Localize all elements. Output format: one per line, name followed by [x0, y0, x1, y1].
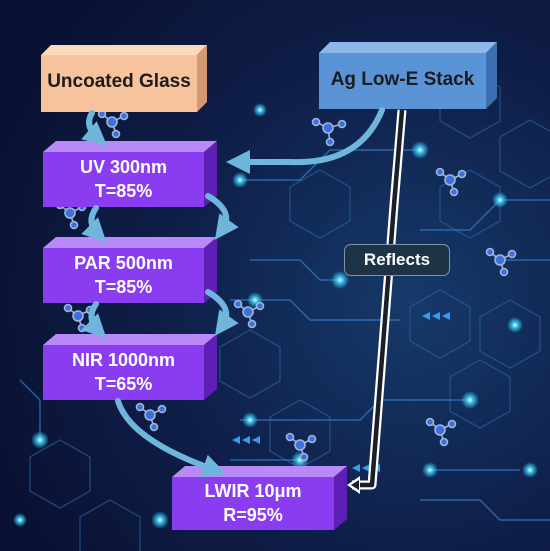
par-box: PAR 500nm T=85%: [43, 248, 204, 303]
par-line1: PAR 500nm: [74, 253, 173, 273]
uncoated-glass-label: Uncoated Glass: [47, 71, 191, 92]
uv-line1: UV 300nm: [79, 157, 168, 177]
ag-low-e-stack-label: Ag Low-E Stack: [330, 69, 475, 90]
uv-line2: T=85%: [94, 181, 153, 201]
lwir-line2: R=95%: [223, 505, 283, 525]
uncoated-glass-box-shape: [41, 45, 207, 112]
nir-box-shape: [43, 334, 217, 400]
nir-line2: T=65%: [94, 374, 153, 394]
lwir-box: LWIR 10μm R=95%: [172, 477, 334, 530]
uncoated-glass-box: Uncoated Glass: [41, 55, 197, 112]
ag-stack-box-shape: [319, 42, 497, 109]
nir-box: NIR 1000nm T=65%: [43, 345, 204, 400]
flow-arrows: [81, 107, 385, 478]
par-line2: T=85%: [94, 277, 153, 297]
reflect-path: [347, 109, 407, 494]
ag-low-e-stack-box: Ag Low-E Stack: [319, 53, 486, 109]
reflects-label: Reflects: [344, 244, 450, 276]
molecule-icon: [55, 109, 517, 462]
nir-line1: NIR 1000nm: [71, 350, 176, 370]
circuit-lines: [19, 149, 550, 521]
lwir-line1: LWIR 10μm: [204, 481, 302, 501]
uv-box: UV 300nm T=85%: [43, 152, 204, 207]
hexagon-pattern: [29, 69, 550, 551]
